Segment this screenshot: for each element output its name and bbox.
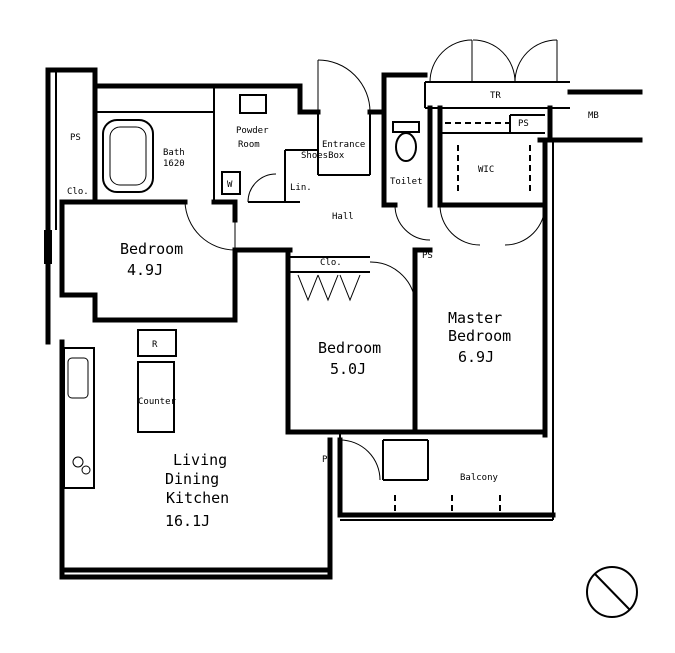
balcony-label: Balcony	[460, 473, 499, 483]
bedroom-center-size: 5.0J	[330, 360, 366, 378]
exterior-walls	[44, 67, 643, 580]
bedroom-west-door	[184, 201, 236, 251]
tr-label: TR	[490, 91, 501, 101]
master-bedroom-size: 6.9J	[458, 348, 494, 366]
entrance-line1: Entrance	[322, 140, 365, 150]
hall-label: Hall	[332, 212, 354, 222]
counter-label: Counter	[138, 397, 177, 407]
entrance-line2: ShoesBox	[301, 151, 345, 161]
bedroom-west-name: Bedroom	[120, 240, 183, 258]
master-bedroom-name-line2: Bedroom	[448, 327, 511, 345]
bath-line2: 1620	[163, 159, 185, 169]
bath-line1: Bath	[163, 148, 185, 158]
toilet-door	[394, 204, 431, 241]
ps-east-label: PS	[518, 119, 529, 129]
fixtures	[63, 94, 545, 489]
doors	[184, 39, 558, 481]
ldk-line2: Dining	[165, 470, 219, 488]
kitchen-counter	[63, 347, 95, 489]
powder-line2: Room	[238, 140, 260, 150]
island-counter	[137, 361, 175, 433]
west-window	[44, 230, 52, 264]
fridge-space	[137, 329, 177, 357]
toilet-label: Toilet	[390, 177, 423, 187]
master-door	[369, 261, 416, 301]
powder-line1: Powder	[236, 126, 269, 136]
compass-icon	[586, 566, 638, 618]
toilet-bowl	[395, 132, 417, 162]
master-bedroom-name-line1: Master	[448, 309, 502, 327]
bedroom-center-name: Bedroom	[318, 339, 381, 357]
labels: Bedroom 4.9J Bedroom 5.0J Master Bedroom…	[67, 91, 599, 530]
washer-label: W	[227, 180, 233, 190]
lin-label: Lin.	[290, 183, 312, 193]
ps-hall-label: PS	[422, 251, 433, 261]
fridge-label: R	[152, 340, 158, 350]
ps-west-label: PS	[70, 133, 81, 143]
clo-west-label: Clo.	[67, 187, 89, 197]
washer-box	[221, 171, 241, 195]
toilet-tank	[392, 121, 420, 133]
ldk-line3: Kitchen	[166, 489, 229, 507]
clo-bedroom-label: Clo.	[320, 258, 342, 268]
wic-label: WIC	[478, 165, 494, 175]
sink	[67, 357, 89, 399]
balcony-door	[339, 439, 381, 481]
interior-walls	[59, 83, 556, 521]
ps-balcony-label: PS	[322, 455, 333, 465]
mb-label: MB	[588, 111, 599, 121]
bathtub	[102, 119, 154, 193]
ldk-line1: Living	[173, 451, 227, 469]
bedroom-west-size: 4.9J	[127, 261, 163, 279]
ldk-size: 16.1J	[165, 512, 210, 530]
entrance-door	[317, 59, 371, 113]
